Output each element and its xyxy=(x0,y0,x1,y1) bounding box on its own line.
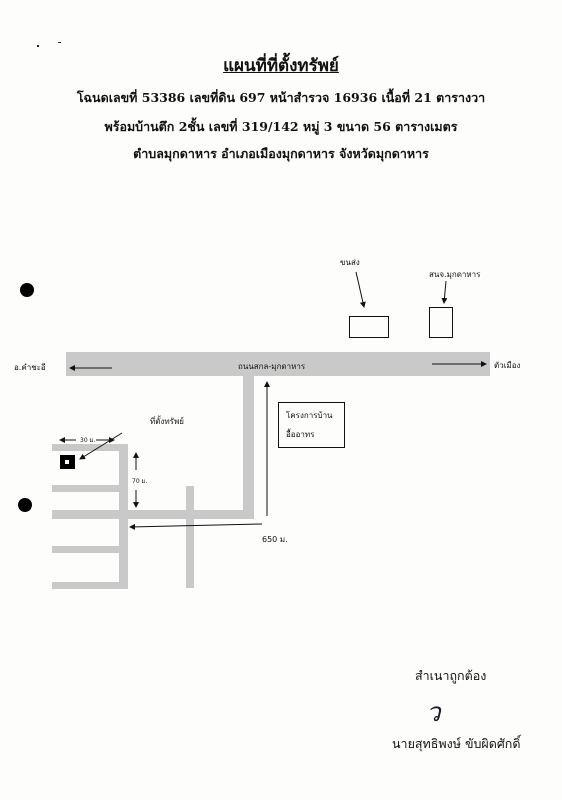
distance-650m-label: 650 ม. xyxy=(262,535,288,544)
lane-4 xyxy=(52,582,128,589)
soi-road xyxy=(52,510,254,519)
connecting-road xyxy=(243,376,254,512)
lane-2 xyxy=(52,485,128,492)
punch-hole-bottom xyxy=(18,498,32,512)
punch-hole-top xyxy=(20,283,34,297)
scan-speck xyxy=(37,45,39,47)
housing-project-box xyxy=(278,402,345,448)
project-label: โครงการบ้าน xyxy=(286,411,333,420)
main-road xyxy=(66,352,490,376)
distance-70m-label: 70 ม. xyxy=(132,478,148,485)
transport-office-building xyxy=(349,316,389,338)
land-office-building xyxy=(429,307,453,338)
east-direction-label: ตัวเมือง xyxy=(494,361,521,370)
soi-vertical-road xyxy=(119,444,128,589)
property-marker xyxy=(60,455,75,469)
side-road xyxy=(186,486,194,588)
arrow-property xyxy=(79,432,123,460)
document-title: แผนที่ที่ตั้งทรัพย์ xyxy=(223,56,339,76)
location-details: ตำบลมุกดาหาร อำเภอเมืองมุกดาหาร จังหวัดม… xyxy=(133,146,429,161)
signer-name: นายสุทธิพงษ์ ขับผิดศักดิ์ xyxy=(392,736,521,751)
west-direction-label: อ.คำชะอี xyxy=(14,363,46,372)
deed-details: โฉนดเลขที่ 53386 เลขที่ดิน 697 หน้าสำรวจ… xyxy=(76,90,486,105)
arrow-land-office xyxy=(441,280,448,304)
building-details: พร้อมบ้านตึก 2ชั้น เลขที่ 319/142 หมู่ 3… xyxy=(104,119,458,134)
land-office-label: สนจ.มุกดาหาร xyxy=(429,270,481,279)
transport-label: ขนส่ง xyxy=(340,258,360,267)
distance-30m-label: 30 ม. xyxy=(80,437,96,444)
lane-3 xyxy=(52,546,128,553)
arrow-transport xyxy=(355,271,366,308)
project-name-label: อื้ออาทร xyxy=(286,430,315,439)
lane-1 xyxy=(52,444,128,451)
certified-copy-text: สำเนาถูกต้อง xyxy=(415,668,487,683)
road-name-label: ถนนสกล-มุกดาหาร xyxy=(238,362,306,371)
scan-speck xyxy=(58,42,61,43)
property-label: ที่ตั้งทรัพย์ xyxy=(150,417,184,426)
signature: ว xyxy=(426,698,441,728)
arrow-650m xyxy=(129,523,263,530)
